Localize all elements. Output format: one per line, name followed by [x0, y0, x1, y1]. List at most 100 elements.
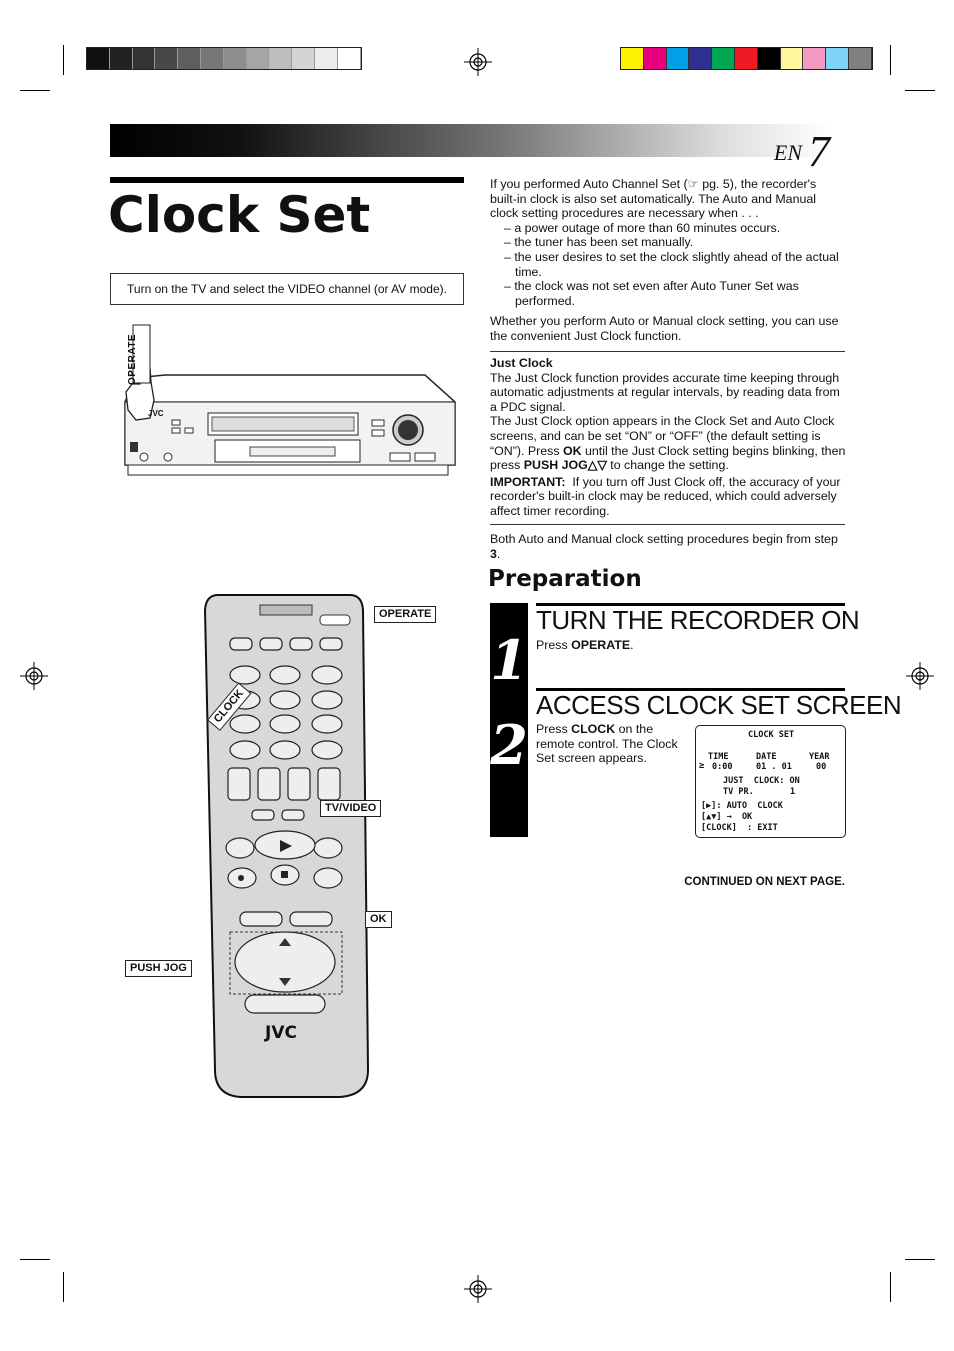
section-heading: Preparation [488, 566, 642, 592]
title-rule [110, 177, 464, 183]
text: . [630, 638, 634, 652]
lang-code: EN [773, 140, 802, 165]
gray-swatch [132, 48, 156, 69]
condition-item: – a power outage of more than 60 minutes… [504, 220, 781, 235]
important-label: IMPORTANT: [490, 474, 566, 489]
text-bold: OPERATE [571, 638, 631, 652]
screen-col-date: DATE [756, 752, 777, 762]
vcr-operate-label: OPERATE [127, 333, 138, 385]
color-swatch [712, 48, 735, 69]
condition-item: – the clock was not set even after Auto … [504, 279, 799, 308]
step-heading: ACCESS CLOCK SET SCREEN [536, 690, 902, 720]
intro-text: If you performed Auto Channel Set (☞ pg.… [490, 177, 846, 344]
screen-auto-clock: [▶]: AUTO CLOCK [701, 801, 783, 811]
header-band [110, 124, 830, 157]
text: If you turn off Just Clock off, the accu… [490, 474, 844, 518]
crop-mark [20, 90, 50, 91]
text-bold: OK [562, 443, 582, 458]
registration-mark-icon [464, 1275, 492, 1303]
text: on the remote control. The Clock Set scr… [536, 722, 678, 766]
text: until the Just Clock setting begins blin… [490, 443, 846, 473]
condition-item: – the tuner has been set manually. [504, 235, 694, 250]
callout-ok: OK [365, 911, 392, 928]
color-swatch [803, 48, 827, 69]
gray-swatch [200, 48, 224, 69]
text: . [496, 546, 501, 561]
step-heading: TURN THE RECORDER ON [536, 605, 860, 635]
just-clock-para: The Just Clock function provides accurat… [490, 370, 840, 414]
continued-note: CONTINUED ON NEXT PAGE. [684, 876, 845, 888]
cursor-icon: ≥ [699, 761, 705, 771]
gray-swatch [223, 48, 247, 69]
callout-operate: OPERATE [374, 606, 437, 623]
registration-mark-icon [464, 48, 492, 76]
color-swatch [734, 48, 758, 69]
just-clock-para: The Just Clock option appears in the Clo… [490, 414, 846, 472]
gray-swatch [337, 48, 361, 69]
gray-swatch [178, 48, 201, 69]
crop-mark [890, 1272, 891, 1302]
important-note: IMPORTANT: If you turn off Just Clock of… [490, 475, 846, 519]
text-bold: 3 [490, 546, 497, 561]
screen-col-time: TIME [708, 752, 729, 762]
text: Press [536, 638, 572, 652]
vcr-illustration [124, 324, 456, 476]
text: Both Auto and Manual clock setting proce… [490, 532, 838, 546]
note-box: Turn on the TV and select the VIDEO chan… [110, 273, 464, 305]
conditions-list: – a power outage of more than 60 minutes… [490, 221, 846, 309]
intro-para: Whether you perform Auto or Manual clock… [490, 314, 839, 343]
crop-mark [20, 1259, 50, 1260]
step-rule [536, 688, 845, 691]
both-note: Both Auto and Manual clock setting proce… [490, 532, 846, 561]
gray-swatch [109, 48, 133, 69]
step-number: 2 [490, 713, 528, 777]
color-swatch [826, 48, 849, 69]
remote-brand-logo: JVC [265, 1023, 297, 1043]
text: The Just Clock option appears in the Clo… [490, 414, 835, 458]
vcr-brand-logo: JVC [148, 409, 164, 418]
clock-set-screen: CLOCK SET TIME DATE YEAR ≥ 0:00 01 . 01 … [695, 725, 846, 838]
color-bar [620, 47, 873, 70]
gray-swatch [155, 48, 179, 69]
crop-mark [63, 1272, 64, 1302]
color-swatch [689, 48, 713, 69]
screen-time-value: 0:00 [712, 762, 733, 772]
registration-mark-icon [906, 662, 934, 690]
gray-swatch [87, 48, 110, 69]
screen-tv-pr: TV PR. [723, 787, 754, 797]
page-title: Clock Set [108, 186, 371, 244]
crop-mark [905, 1259, 935, 1260]
color-swatch [757, 48, 781, 69]
gray-swatch [269, 48, 293, 69]
step-text: Press CLOCK on the remote control. The C… [536, 722, 686, 766]
registration-mark-icon [20, 662, 48, 690]
screen-year-value: 00 [816, 762, 827, 772]
color-swatch [621, 48, 644, 69]
step-bar [490, 603, 528, 837]
screen-date-value: 01 . 01 [756, 762, 792, 772]
condition-item: – the user desires to set the clock slig… [504, 249, 839, 279]
step-rule [536, 603, 845, 606]
just-clock-section: Just Clock The Just Clock function provi… [490, 356, 846, 519]
text-bold: CLOCK [571, 722, 616, 736]
crop-mark [63, 45, 64, 75]
screen-exit-line: [CLOCK] : EXIT [701, 823, 778, 833]
screen-ok-line: [▲▼] → OK [701, 812, 753, 822]
screen-title: CLOCK SET [748, 730, 795, 740]
step-number: 1 [490, 628, 528, 692]
color-swatch [643, 48, 667, 69]
text-bold: PUSH JOG△▽ [523, 458, 607, 473]
screen-just-clock: JUST CLOCK: ON [723, 776, 800, 786]
page-number: 7 [808, 127, 830, 176]
text: to change the setting. [606, 458, 729, 473]
just-clock-heading: Just Clock [490, 356, 553, 370]
color-swatch [666, 48, 690, 69]
remote-illustration [203, 594, 370, 1098]
color-swatch [780, 48, 804, 69]
color-swatch [848, 48, 872, 69]
divider [490, 524, 845, 525]
gray-swatch [246, 48, 270, 69]
screen-col-year: YEAR [809, 752, 830, 762]
text: Press [536, 722, 572, 736]
